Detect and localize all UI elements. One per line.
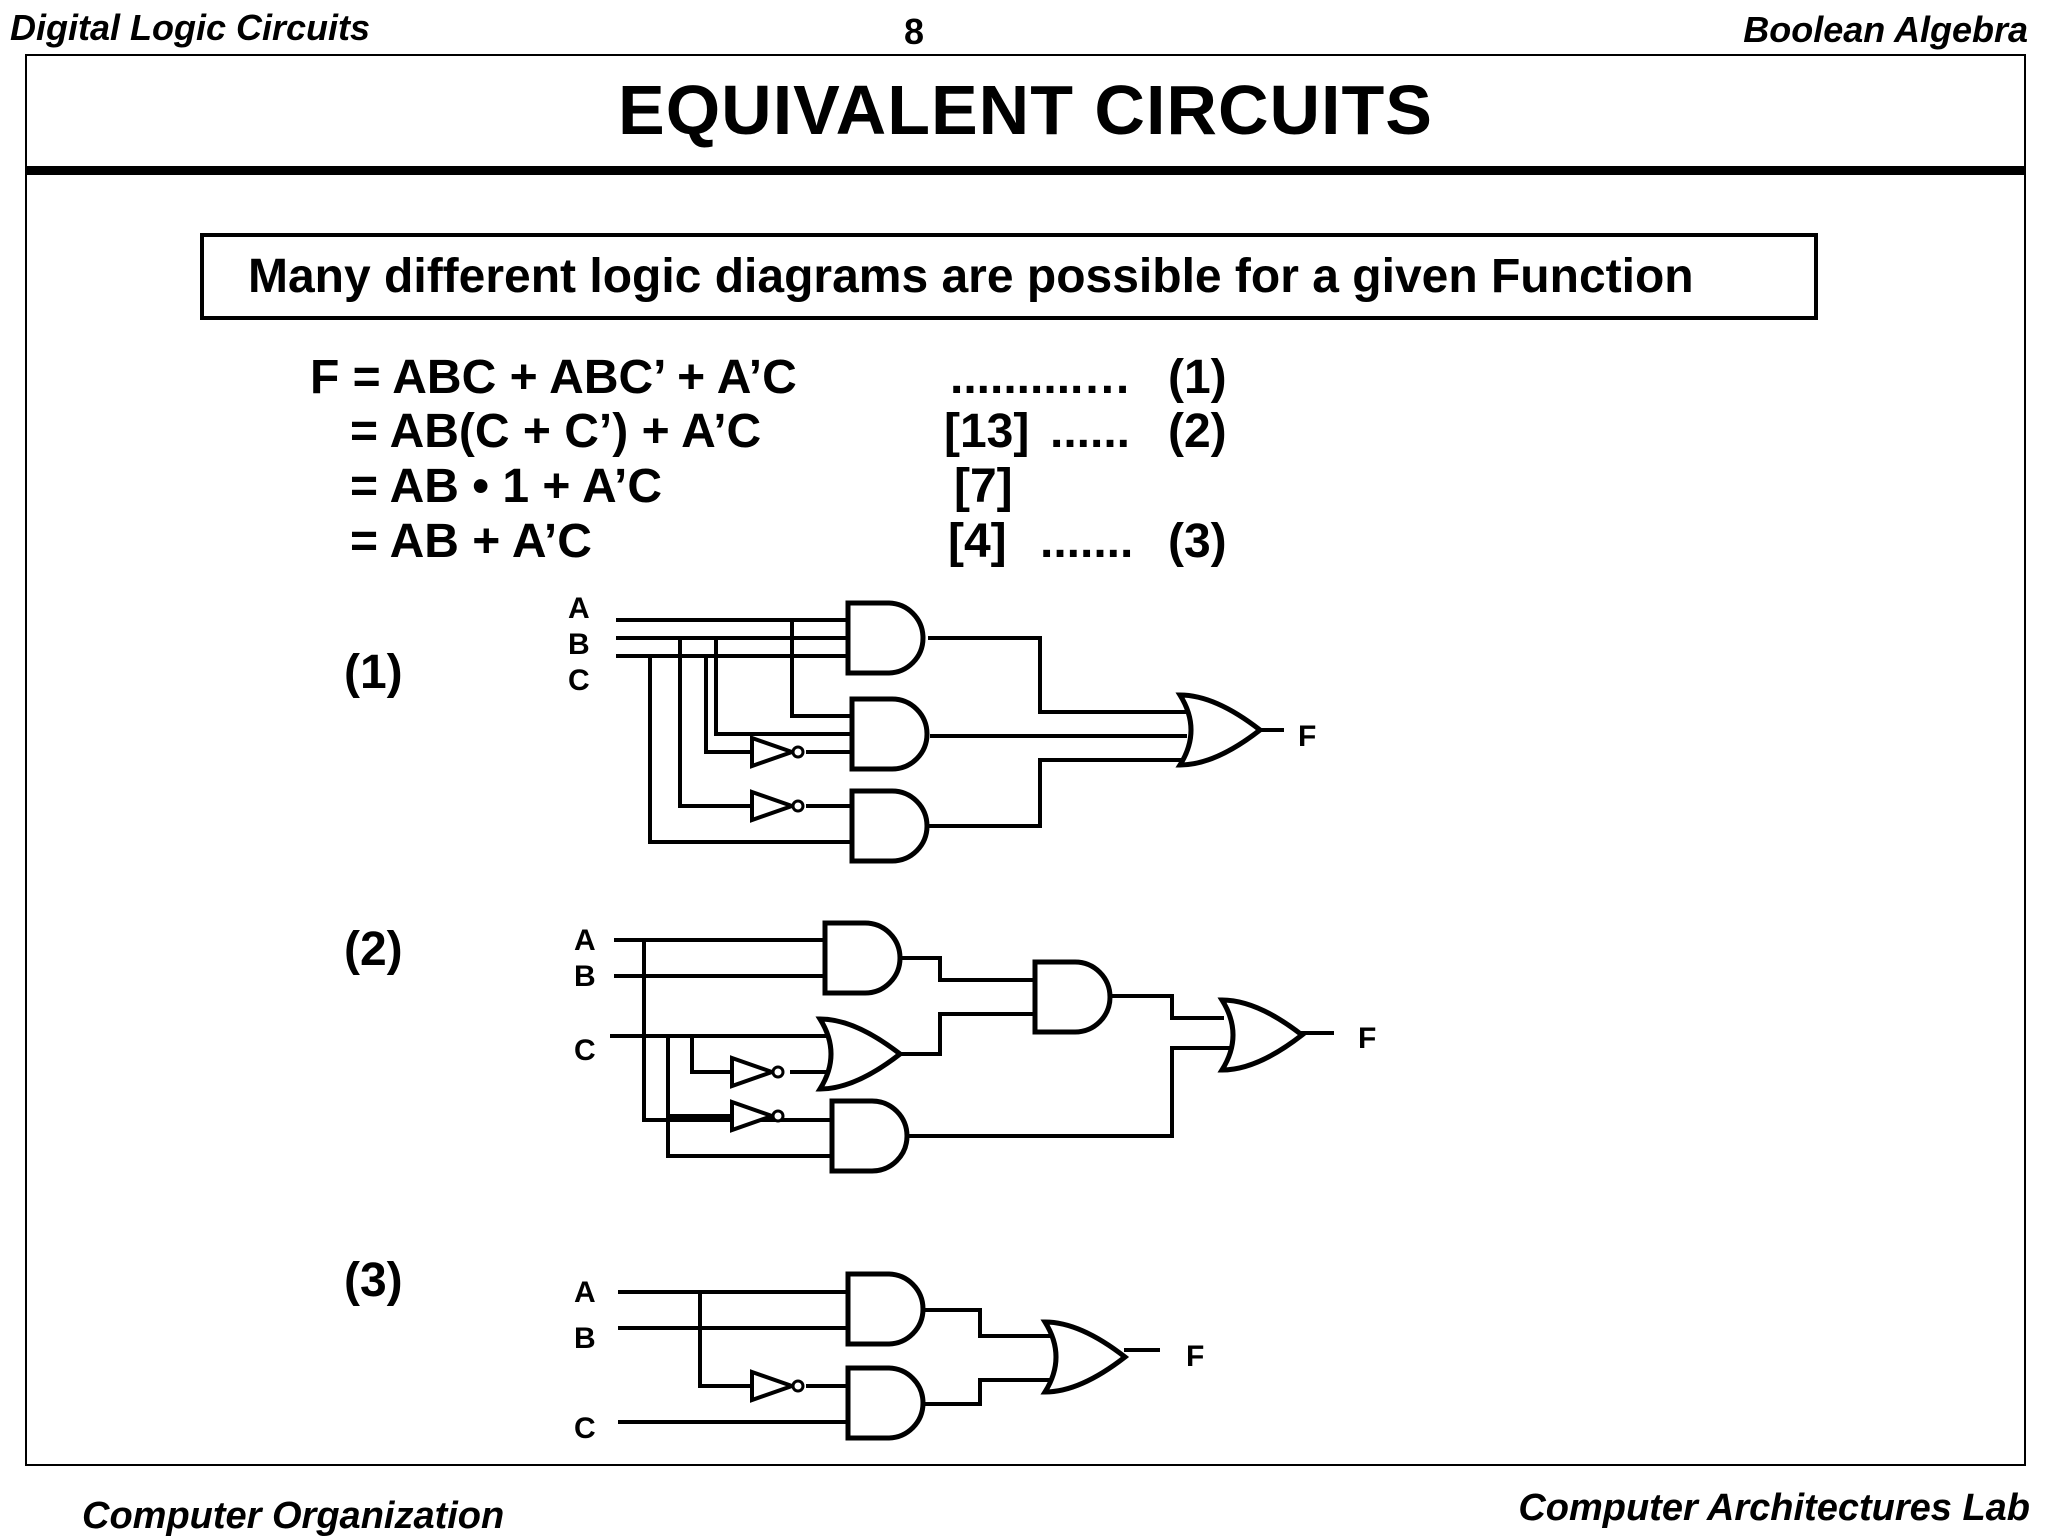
circuit-2-not-gate-2 [730,1100,785,1132]
circuit-1-not-gate-1 [750,736,805,768]
circuit-1-output-f: F [1298,720,1316,753]
callout-box: Many different logic diagrams are possib… [200,233,1818,320]
circuit-1-wires [616,618,1284,844]
footer-course: Computer Organization [82,1495,505,1537]
circuit-1-input-a: A [568,592,590,625]
circuit-3-output-f: F [1186,1340,1204,1373]
circuit-2-not-gate-1 [730,1056,785,1088]
circuit-2-or-gate-1 [820,1019,900,1089]
circuit-3-input-a: A [574,1276,596,1309]
circuit-1-and-gate-2 [852,699,927,769]
equation-3-law: [7] [954,460,1013,513]
circuit-2-output-f: F [1358,1022,1376,1055]
circuit-2-label: (2) [344,923,403,976]
header-course-title: Digital Logic Circuits [10,7,371,48]
equation-4-expression: = AB + A’C [350,515,592,568]
page-number: 8 [904,11,925,52]
circuit-2-or-gate-2 [1222,1000,1302,1070]
circuit-3-input-b: B [574,1322,596,1355]
equation-2-label: (2) [1168,405,1227,458]
circuit-2-input-a: A [574,924,596,957]
circuit-3-and-gate-1 [848,1274,923,1344]
equation-4-dots: ....... [1040,515,1134,568]
circuit-3-and-gate-2 [848,1368,923,1438]
header-topic: Boolean Algebra [1743,9,2028,50]
circuit-1-input-b: B [568,628,590,661]
circuit-1-input-c: C [568,664,590,697]
equation-1-label: (1) [1168,351,1227,404]
equation-4-law: [4] [948,515,1007,568]
circuit-3-input-c: C [574,1412,596,1445]
equation-2-law: [13] [944,405,1030,458]
slide-frame [25,54,2026,1466]
circuit-1-and-gate-1 [848,603,923,673]
circuit-2-wires [610,938,1334,1158]
circuit-3-label: (3) [344,1254,403,1307]
equation-1-expression: F = ABC + ABC’ + A’C [310,351,797,404]
equation-4-label: (3) [1168,515,1227,568]
footer-lab: Computer Architectures Lab [1518,1487,2030,1529]
circuit-2-and-gate-2 [832,1101,907,1171]
circuit-1-not-gate-2 [750,790,805,822]
circuit-2-and-gate-3 [1035,962,1110,1032]
slide-title: EQUIVALENT CIRCUITS [618,71,1433,149]
equation-1-dots: ..........… [950,351,1132,404]
equation-2-dots: ...... [1050,405,1131,458]
circuit-3-not-gate [750,1370,805,1402]
circuit-2-and-gate-1 [825,923,900,993]
equation-3-expression: = AB • 1 + A’C [350,460,663,513]
circuit-2-input-b: B [574,960,596,993]
circuit-3-wires [618,1290,1160,1424]
equation-2-expression: = AB(C + C’) + A’C [350,405,762,458]
circuit-3-or-gate [1045,1322,1125,1392]
title-divider [25,166,2026,175]
circuit-1-and-gate-3 [852,791,927,861]
circuit-1-or-gate [1180,695,1260,765]
circuit-2-input-c: C [574,1034,596,1067]
circuit-1-label: (1) [344,646,403,699]
